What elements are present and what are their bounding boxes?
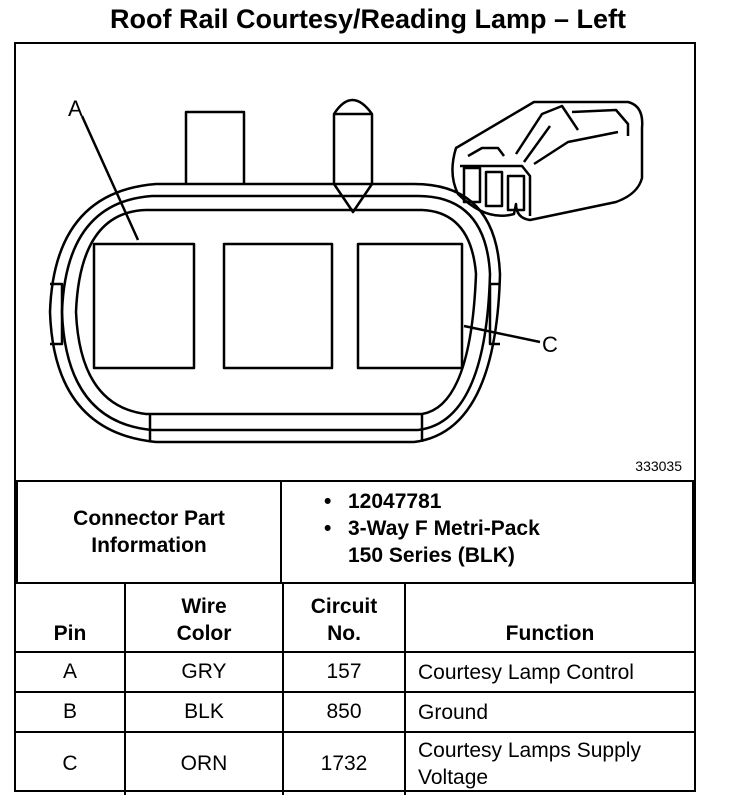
function-cell: Courtesy Lamp Control [404,651,694,693]
connector-description-2: 150 Series (BLK) [348,544,515,567]
circuit-cell: 850 [282,691,406,733]
connector-diagram: A C [48,96,644,444]
connector-description-1: 3-Way F Metri-Pack [348,517,540,540]
pin-cell: A [16,651,126,693]
lock-tab [184,110,246,184]
pin-table: Pin Wire Color Circuit No. Function A GR… [16,582,694,795]
function-cell: Courtesy Lamps Supply Voltage [404,731,694,795]
table-row: A GRY 157 Courtesy Lamp Control [16,651,694,693]
connector-info-label: Connector Part Information [16,480,282,584]
connector-info-values: • 12047781 • 3-Way F Metri-Pack 150 Seri… [280,480,694,584]
connector-info-table: Connector Part Information • 12047781 • … [16,480,694,584]
callout-a: A [68,96,83,121]
figure-number: 333035 [635,458,682,474]
wire-color-cell: BLK [124,691,284,733]
header-pin: Pin [16,582,126,653]
cavity-c [356,242,464,370]
pin-cell: C [16,731,126,795]
diagram-frame: A C 333035 Connector Part Information • [14,42,696,795]
connector-outline [48,182,502,444]
cavity-b [222,242,334,370]
connector-inner-outline [60,194,492,432]
page-title: Roof Rail Courtesy/Reading Lamp – Left [109,4,627,34]
function-cell: Ground [404,691,694,733]
part-number: 12047781 [348,490,442,513]
header-function: Function [404,582,694,653]
cavity-a [92,242,196,370]
header-circuit: Circuit No. [282,582,406,653]
header-wire-color: Wire Color [124,582,284,653]
bullet: • [324,490,332,513]
connector-iso-view [451,100,644,222]
callout-c: C [542,332,558,357]
wire-color-cell: GRY [124,651,284,693]
table-row: B BLK 850 Ground [16,691,694,733]
table-row: C ORN 1732 Courtesy Lamps Supply Voltage [16,731,694,795]
circuit-cell: 1732 [282,731,406,795]
pin-cell: B [16,691,126,733]
circuit-cell: 157 [282,651,406,693]
polarizing-key [332,98,374,184]
bullet: • [324,517,332,540]
wire-color-cell: ORN [124,731,284,795]
